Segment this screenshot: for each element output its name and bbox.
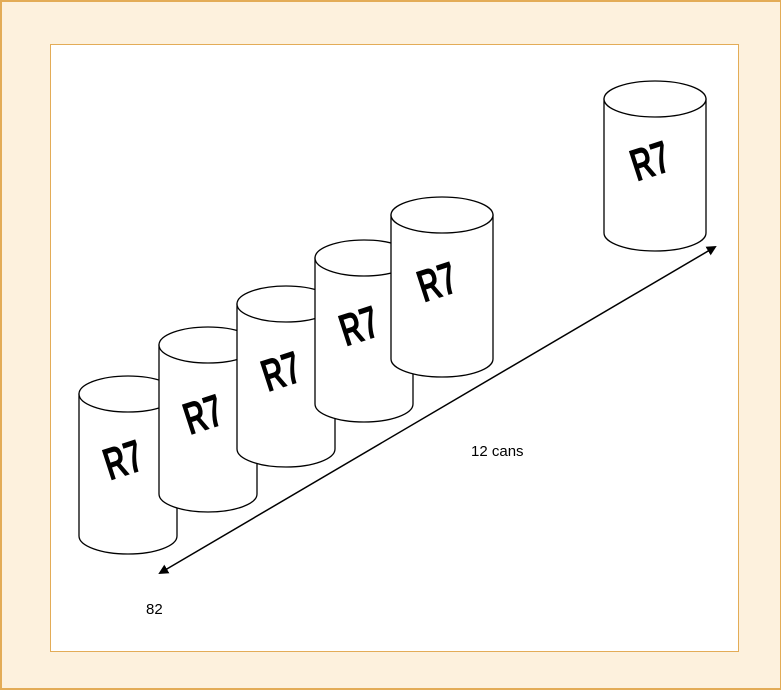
can-lid	[603, 80, 707, 118]
can-6: R7	[603, 80, 707, 252]
can-5: R7	[390, 196, 494, 378]
length-label: 82	[146, 601, 163, 618]
count-label: 12 cans	[471, 443, 524, 460]
can-lid	[390, 196, 494, 234]
length-arrow	[158, 245, 717, 575]
